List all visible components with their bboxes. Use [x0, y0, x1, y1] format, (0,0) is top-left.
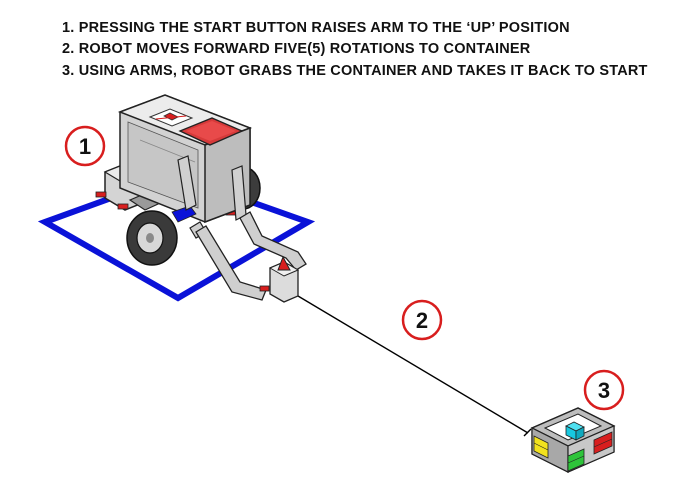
instruction-step-3: 3. USING ARMS, ROBOT GRABS THE CONTAINER…	[62, 63, 648, 79]
step-marker-3-label: 3	[598, 378, 610, 403]
container	[530, 407, 616, 473]
step-marker-1: 1	[64, 125, 106, 167]
robot	[95, 94, 307, 303]
path-line-tick	[523, 428, 532, 437]
step-marker-2-label: 2	[416, 308, 428, 333]
path-line	[297, 295, 529, 434]
instruction-step-1: 1. PRESSING THE START BUTTON RAISES ARM …	[62, 20, 570, 36]
instruction-step-2: 2. ROBOT MOVES FORWARD FIVE(5) ROTATIONS…	[62, 41, 531, 57]
step-marker-2: 2	[401, 299, 443, 341]
step-marker-1-label: 1	[79, 134, 91, 159]
step-marker-3: 3	[583, 369, 625, 411]
